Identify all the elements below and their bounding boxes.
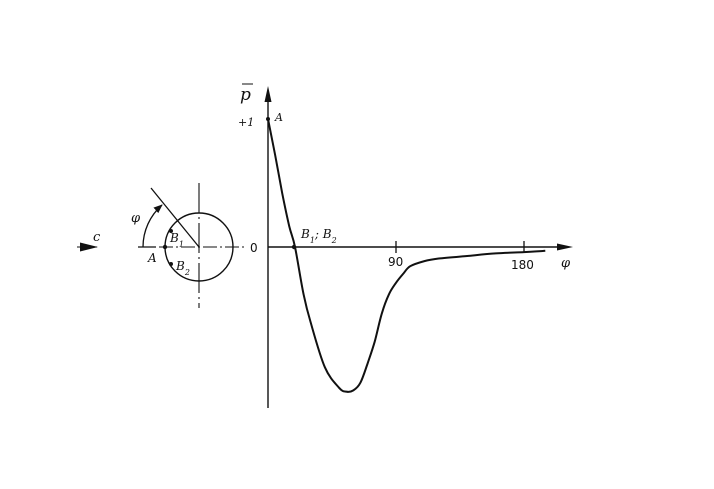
x-axis-arrow-icon — [557, 243, 573, 251]
tick-label-180: 180 — [511, 258, 534, 272]
flow-arrow-icon — [80, 242, 98, 252]
point-b1 — [169, 229, 173, 233]
crossing-label: B1; B2 — [300, 227, 337, 245]
angle-radius-line — [150, 187, 200, 248]
point-a — [162, 244, 168, 250]
y-value-one-label: +1 — [238, 116, 254, 129]
circle-label-b1: B1 — [169, 231, 184, 249]
x-axis-label: φ — [561, 256, 571, 271]
y-axis-label: p — [240, 85, 251, 105]
pressure-graph: p φ 90 180 0 +1 A B1; B2 — [238, 83, 573, 408]
angle-label: φ — [131, 211, 141, 226]
flow-label: c — [93, 230, 101, 245]
angle-arc — [142, 204, 163, 248]
graph-label-a: A — [274, 111, 283, 124]
pressure-curve — [267, 118, 546, 393]
zero-label: 0 — [250, 241, 258, 255]
circle-label-a: A — [147, 251, 157, 265]
cylinder-sketch: c φ A B1 B2 — [77, 183, 246, 308]
y-axis-arrow-icon — [264, 86, 272, 102]
tick-label-90: 90 — [388, 255, 403, 269]
point-b2 — [169, 262, 173, 266]
circle-label-b2: B2 — [175, 259, 190, 277]
